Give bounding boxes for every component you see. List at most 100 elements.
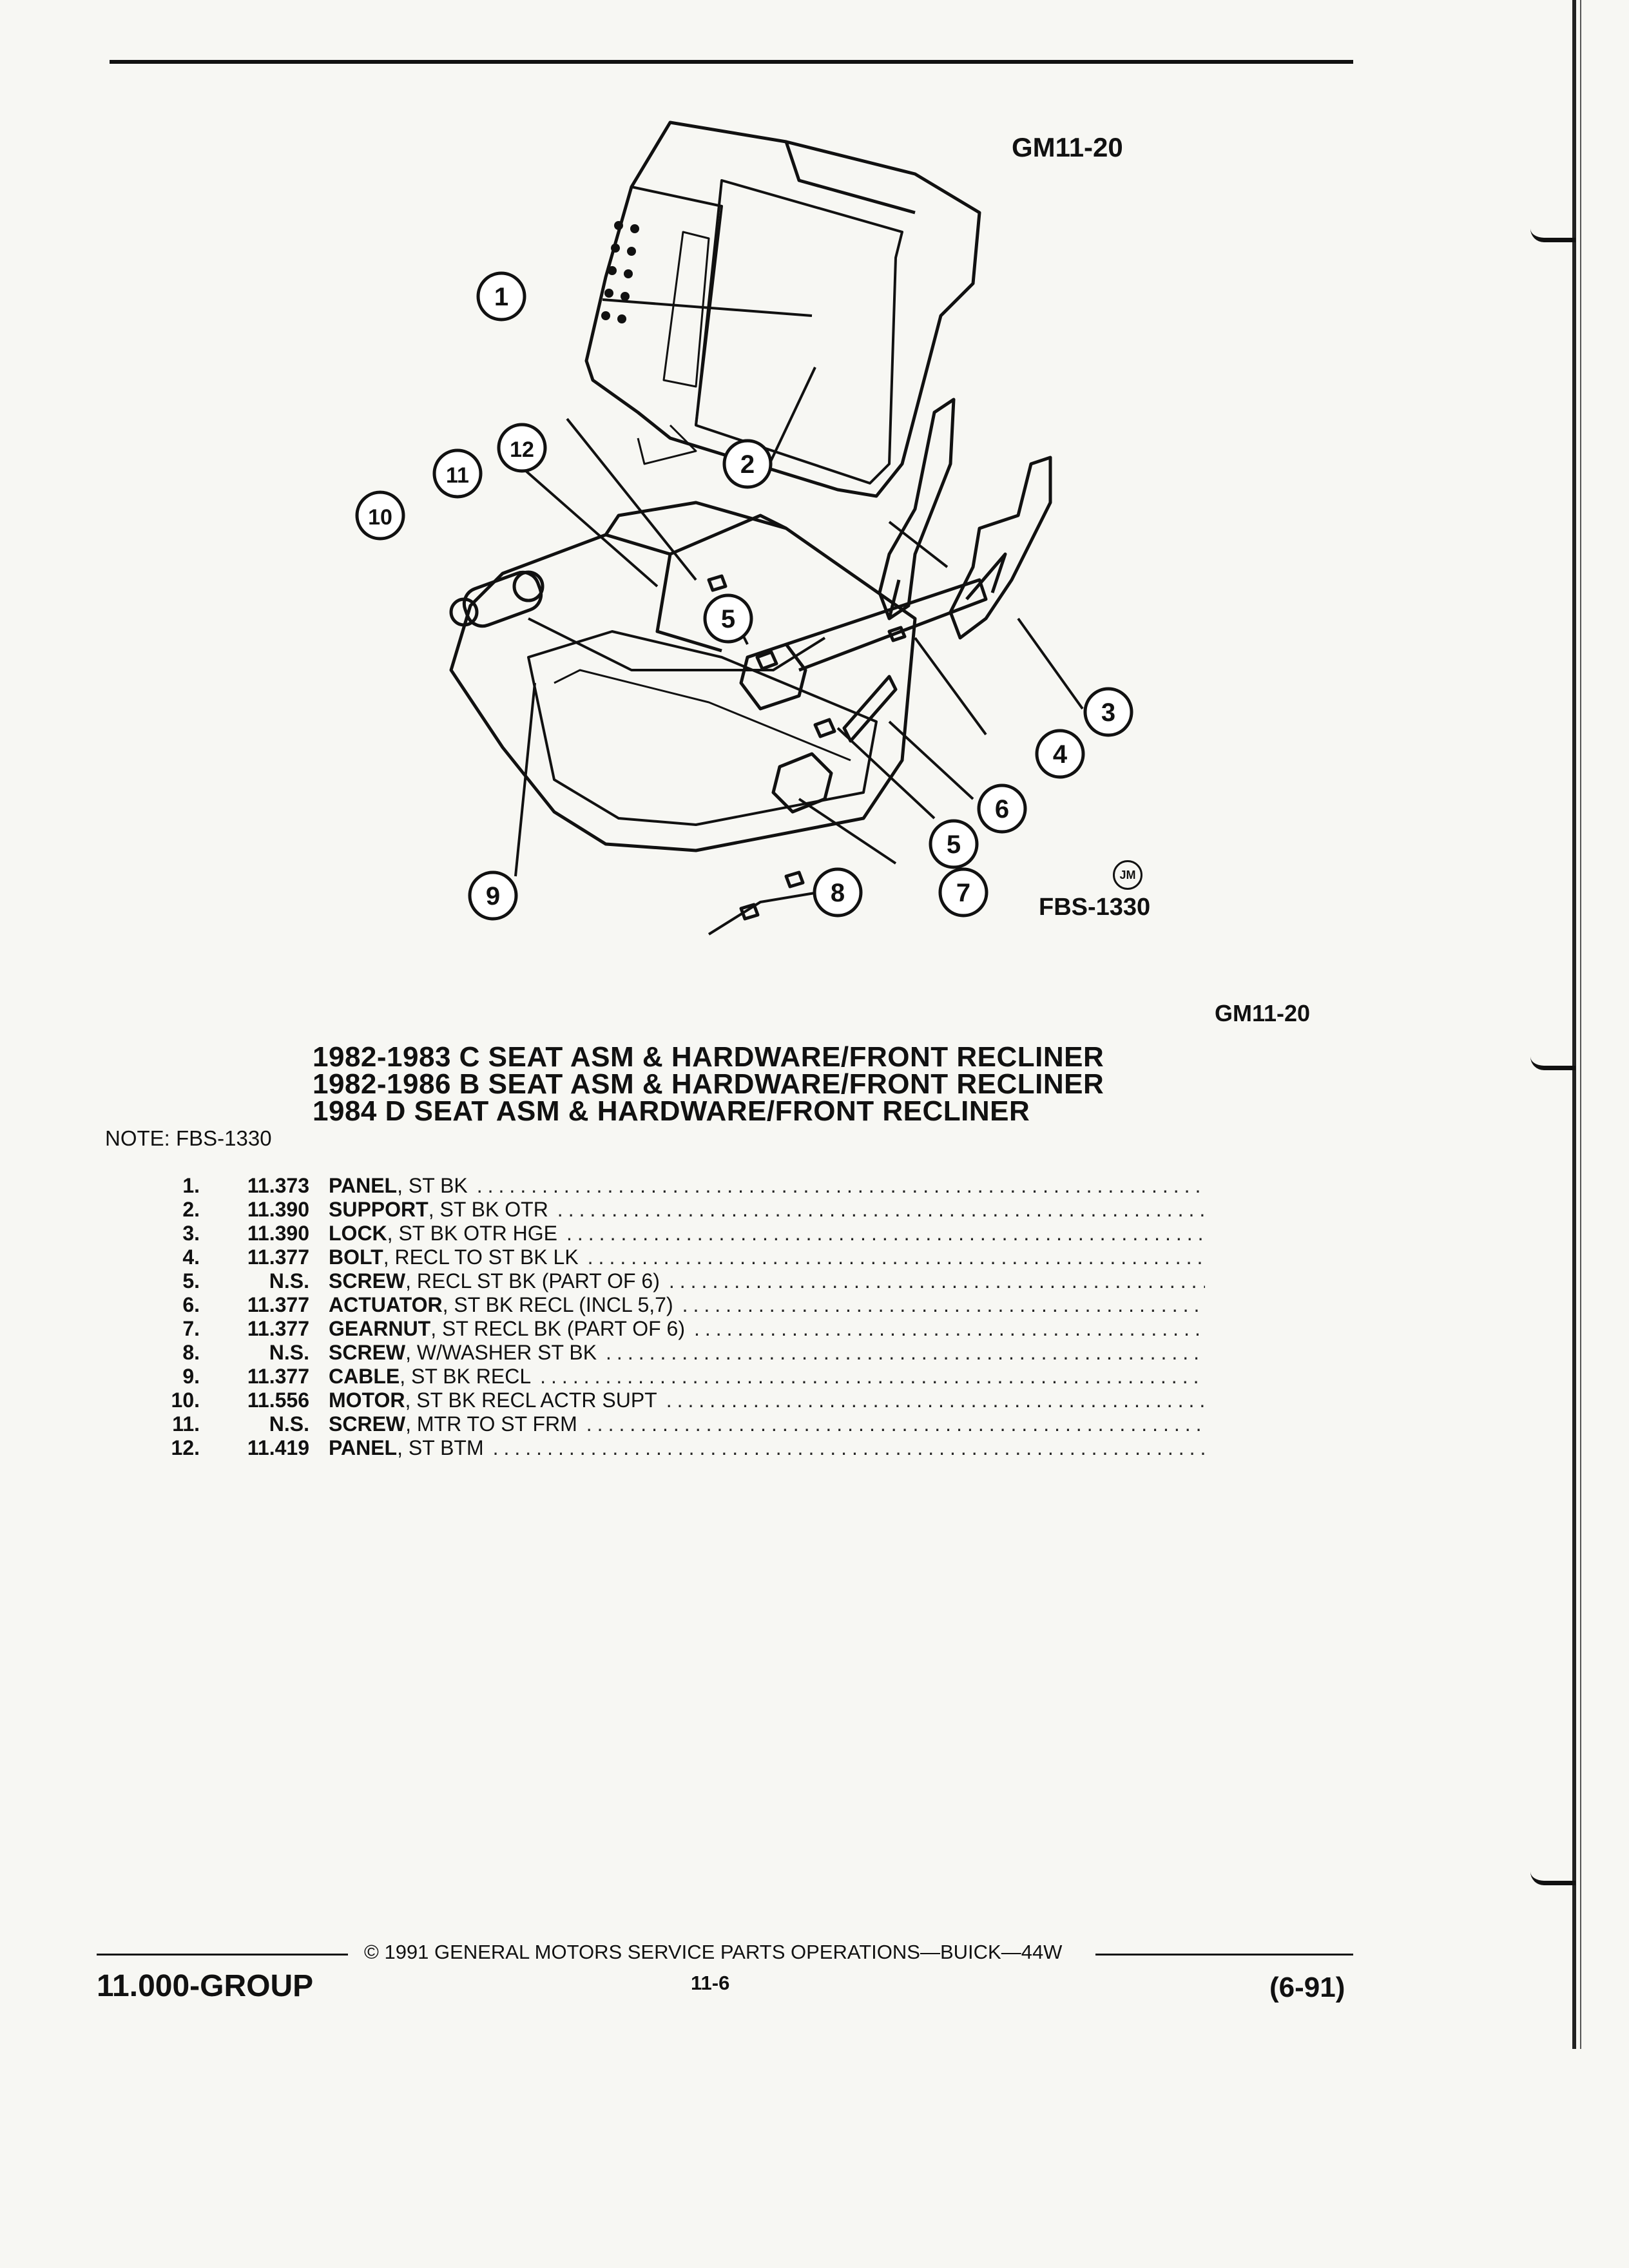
dot-leader: ........................................… [682, 1293, 1205, 1316]
part-code: 11.377 [247, 1245, 309, 1269]
part-code: N.S. [269, 1269, 309, 1293]
parts-row: 2. 11.390 SUPPORT, ST BK OTR..............… [148, 1198, 1205, 1222]
parts-row: 6. 11.377 ACTUATOR, ST BK RECL (INCL 5,7).… [148, 1293, 1205, 1317]
part-description: , ST BK RECL (INCL 5,7) [442, 1293, 673, 1316]
callout-6: 6 [995, 795, 1009, 823]
part-description: , ST RECL BK (PART OF 6) [430, 1317, 685, 1340]
part-code: 11.556 [247, 1389, 309, 1412]
callout-5: 5 [721, 605, 735, 633]
seat-exploded-diagram: 1 2 3 4 5 6 7 8 9 10 11 12 5 [355, 120, 1133, 936]
seat-bottom-frame [449, 501, 917, 852]
callout-4: 4 [1053, 740, 1068, 769]
binder-hole-mark [1530, 229, 1576, 242]
part-code: 11.377 [247, 1317, 309, 1340]
part-code: 11.377 [247, 1365, 309, 1388]
top-rule [110, 60, 1353, 64]
part-code: N.S. [269, 1412, 309, 1436]
footer-page-number: 11-6 [691, 1972, 730, 1994]
diagram-code-right: GM11-20 [1215, 1000, 1311, 1026]
callout-7: 7 [956, 879, 970, 907]
section-title: 1982-1986 B SEAT ASM & HARDWARE/FRONT RE… [313, 1068, 1104, 1100]
part-name: ACTUATOR [329, 1293, 443, 1316]
part-name: SCREW [329, 1412, 406, 1436]
section-title: 1982-1983 C SEAT ASM & HARDWARE/FRONT RE… [313, 1041, 1104, 1073]
footer-group: 11.000-GROUP [97, 1969, 314, 2003]
footer-copyright: © 1991 GENERAL MOTORS SERVICE PARTS OPER… [364, 1941, 1063, 1963]
part-name: MOTOR [329, 1389, 405, 1412]
note: NOTE: FBS-1330 [105, 1126, 272, 1150]
part-number: 12. [171, 1436, 200, 1459]
part-number: 11. [172, 1412, 200, 1436]
part-description: , ST BK OTR [428, 1198, 548, 1221]
callout-10: 10 [368, 505, 392, 530]
part-name: GEARNUT [329, 1317, 431, 1340]
part-name: BOLT [329, 1245, 383, 1269]
footer-rule-left [97, 1954, 348, 1956]
part-number: 7. [182, 1317, 200, 1340]
footer-rule-right [1095, 1954, 1353, 1956]
part-code: 11.377 [247, 1293, 309, 1316]
part-code: 11.419 [247, 1436, 309, 1459]
recliner-cable [528, 617, 826, 671]
dot-leader: ........................................… [693, 1317, 1205, 1340]
parts-row: 7. 11.377 GEARNUT, ST RECL BK (PART OF 6).… [148, 1317, 1205, 1341]
dot-leader: ........................................… [668, 1269, 1205, 1293]
dot-leader: ........................................… [586, 1412, 1205, 1436]
screws [707, 574, 907, 921]
parts-row: 4. 11.377 BOLT, RECL TO ST BK LK..........… [148, 1245, 1205, 1269]
part-number: 9. [182, 1365, 200, 1388]
callout-1: 1 [494, 283, 508, 311]
part-description: , RECL ST BK (PART OF 6) [405, 1269, 660, 1293]
part-name: SCREW [329, 1341, 406, 1364]
dot-leader: ........................................… [566, 1222, 1205, 1245]
dot-leader: ........................................… [540, 1365, 1205, 1388]
callout-12: 12 [510, 437, 534, 462]
artist-mark: JM [1113, 860, 1142, 890]
part-name: PANEL [329, 1174, 398, 1197]
part-code: N.S. [269, 1341, 309, 1364]
part-description: , W/WASHER ST BK [405, 1341, 597, 1364]
gearnut [771, 752, 833, 814]
callout-5-second: 5 [947, 831, 961, 859]
dot-leader: ........................................… [587, 1245, 1205, 1269]
part-description: , ST BK [397, 1174, 468, 1197]
parts-row: 8.N.S.SCREW, W/WASHER ST BK.............… [148, 1341, 1205, 1365]
dot-leader: ........................................… [492, 1436, 1205, 1459]
parts-row: 5. N.S. SCREW, RECL ST BK (PART OF 6).....… [148, 1269, 1205, 1293]
part-number: 6. [182, 1293, 200, 1316]
section-title: 1984 D SEAT ASM & HARDWARE/FRONT RECLINE… [313, 1095, 1030, 1127]
part-code: 11.390 [247, 1198, 309, 1221]
callouts [355, 271, 1133, 921]
panel-holes [601, 221, 639, 323]
callout-labels: 1 2 3 4 5 6 7 8 9 10 11 12 5 [368, 283, 1115, 910]
parts-row: 11. N.S. SCREW, MTR TO ST FRM.............… [148, 1412, 1205, 1436]
dot-leader: ........................................… [476, 1174, 1205, 1197]
dot-leader: ........................................… [557, 1198, 1205, 1221]
part-number: 10. [171, 1389, 200, 1412]
dot-leader: ........................................… [666, 1389, 1205, 1412]
part-description: , MTR TO ST FRM [405, 1412, 577, 1436]
part-number: 3. [182, 1222, 200, 1245]
part-name: SCREW [329, 1269, 406, 1293]
diagram-code-top: GM11-20 [1012, 132, 1123, 162]
part-description: , RECL TO ST BK LK [383, 1245, 579, 1269]
seat-back-panel [584, 120, 981, 498]
part-number: 8. [182, 1341, 200, 1364]
part-number: 2. [182, 1198, 200, 1221]
seat-back-lock [949, 456, 1052, 640]
callout-8: 8 [831, 879, 845, 907]
part-number: 4. [182, 1245, 200, 1269]
part-number: 5. [182, 1269, 200, 1293]
binder-edge-line-inner [1580, 0, 1581, 2049]
part-name: PANEL [329, 1436, 398, 1459]
recliner-motor [449, 570, 545, 628]
part-name: SUPPORT [329, 1198, 429, 1221]
part-name: LOCK [329, 1222, 387, 1245]
part-name: CABLE [329, 1365, 400, 1388]
figure-id: FBS-1330 [1039, 894, 1151, 921]
